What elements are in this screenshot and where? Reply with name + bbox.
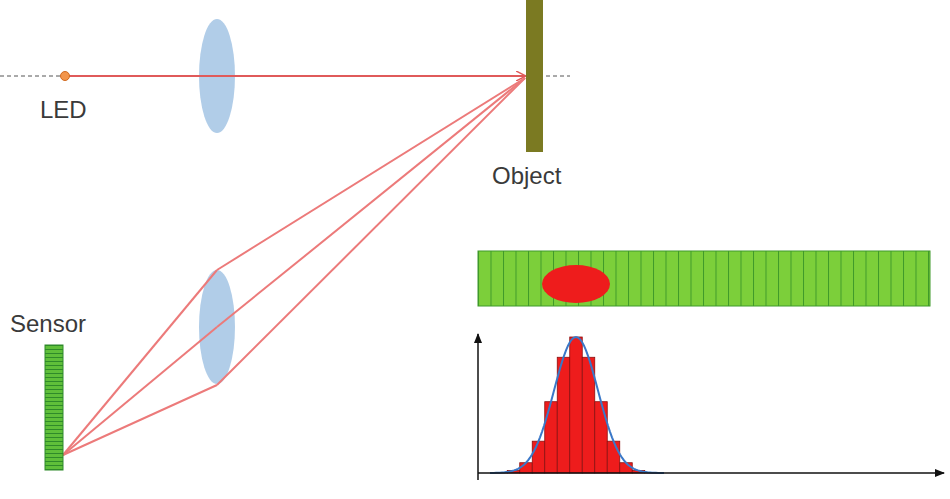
intensity-histogram	[495, 337, 658, 473]
reflected-rays	[63, 78, 525, 455]
histogram-bar	[620, 463, 633, 473]
object-label: Object	[492, 164, 561, 188]
histogram-bar	[607, 441, 620, 473]
object-plate	[526, 0, 543, 152]
led-label: LED	[40, 98, 87, 122]
optical-axis	[0, 76, 570, 77]
line-sensor	[45, 345, 63, 470]
histogram-bar	[545, 402, 558, 473]
histogram-bar	[520, 463, 533, 473]
histogram-bar	[532, 441, 545, 473]
sensor-label: Sensor	[10, 312, 86, 336]
sensor-strip	[478, 251, 930, 306]
led-source	[61, 72, 70, 81]
histogram-bar	[595, 402, 608, 473]
y-axis	[477, 334, 479, 480]
gaussian-fit	[490, 337, 664, 473]
x-axis	[478, 472, 944, 474]
emitted-beam	[66, 75, 525, 77]
light-spot	[542, 265, 610, 303]
histogram-bar	[570, 337, 583, 473]
